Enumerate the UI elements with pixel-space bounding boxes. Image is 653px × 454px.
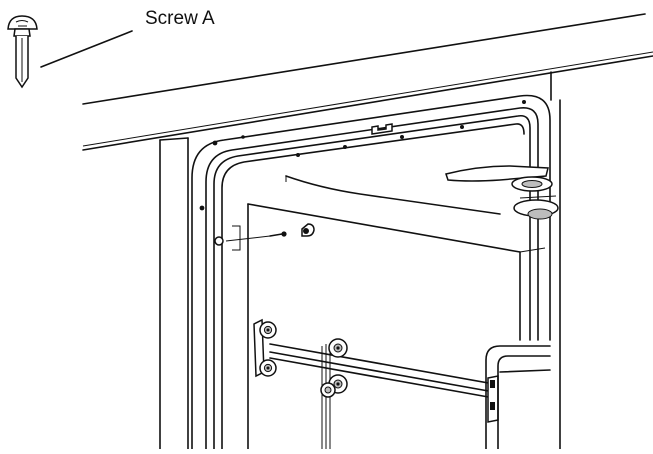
tub-interior: [247, 175, 546, 450]
rack-wheels-middle: [320, 338, 348, 449]
screw-a-label: Screw A: [145, 8, 215, 29]
rack-wheels-left: [253, 318, 277, 378]
top-bracket: [371, 123, 393, 135]
rack-rail: [269, 343, 499, 423]
side-screw: [225, 223, 315, 242]
spray-arm: [445, 165, 559, 220]
tub-details: [232, 176, 287, 251]
mounting-holes: [199, 100, 526, 246]
cabinet-panels: [159, 71, 561, 450]
tub-front-frame: [191, 94, 551, 450]
countertop-edge: [82, 13, 653, 151]
lower-rack-frame: [485, 345, 551, 450]
screw-a-icon: [7, 15, 38, 89]
callout-leader-line: [40, 30, 133, 68]
